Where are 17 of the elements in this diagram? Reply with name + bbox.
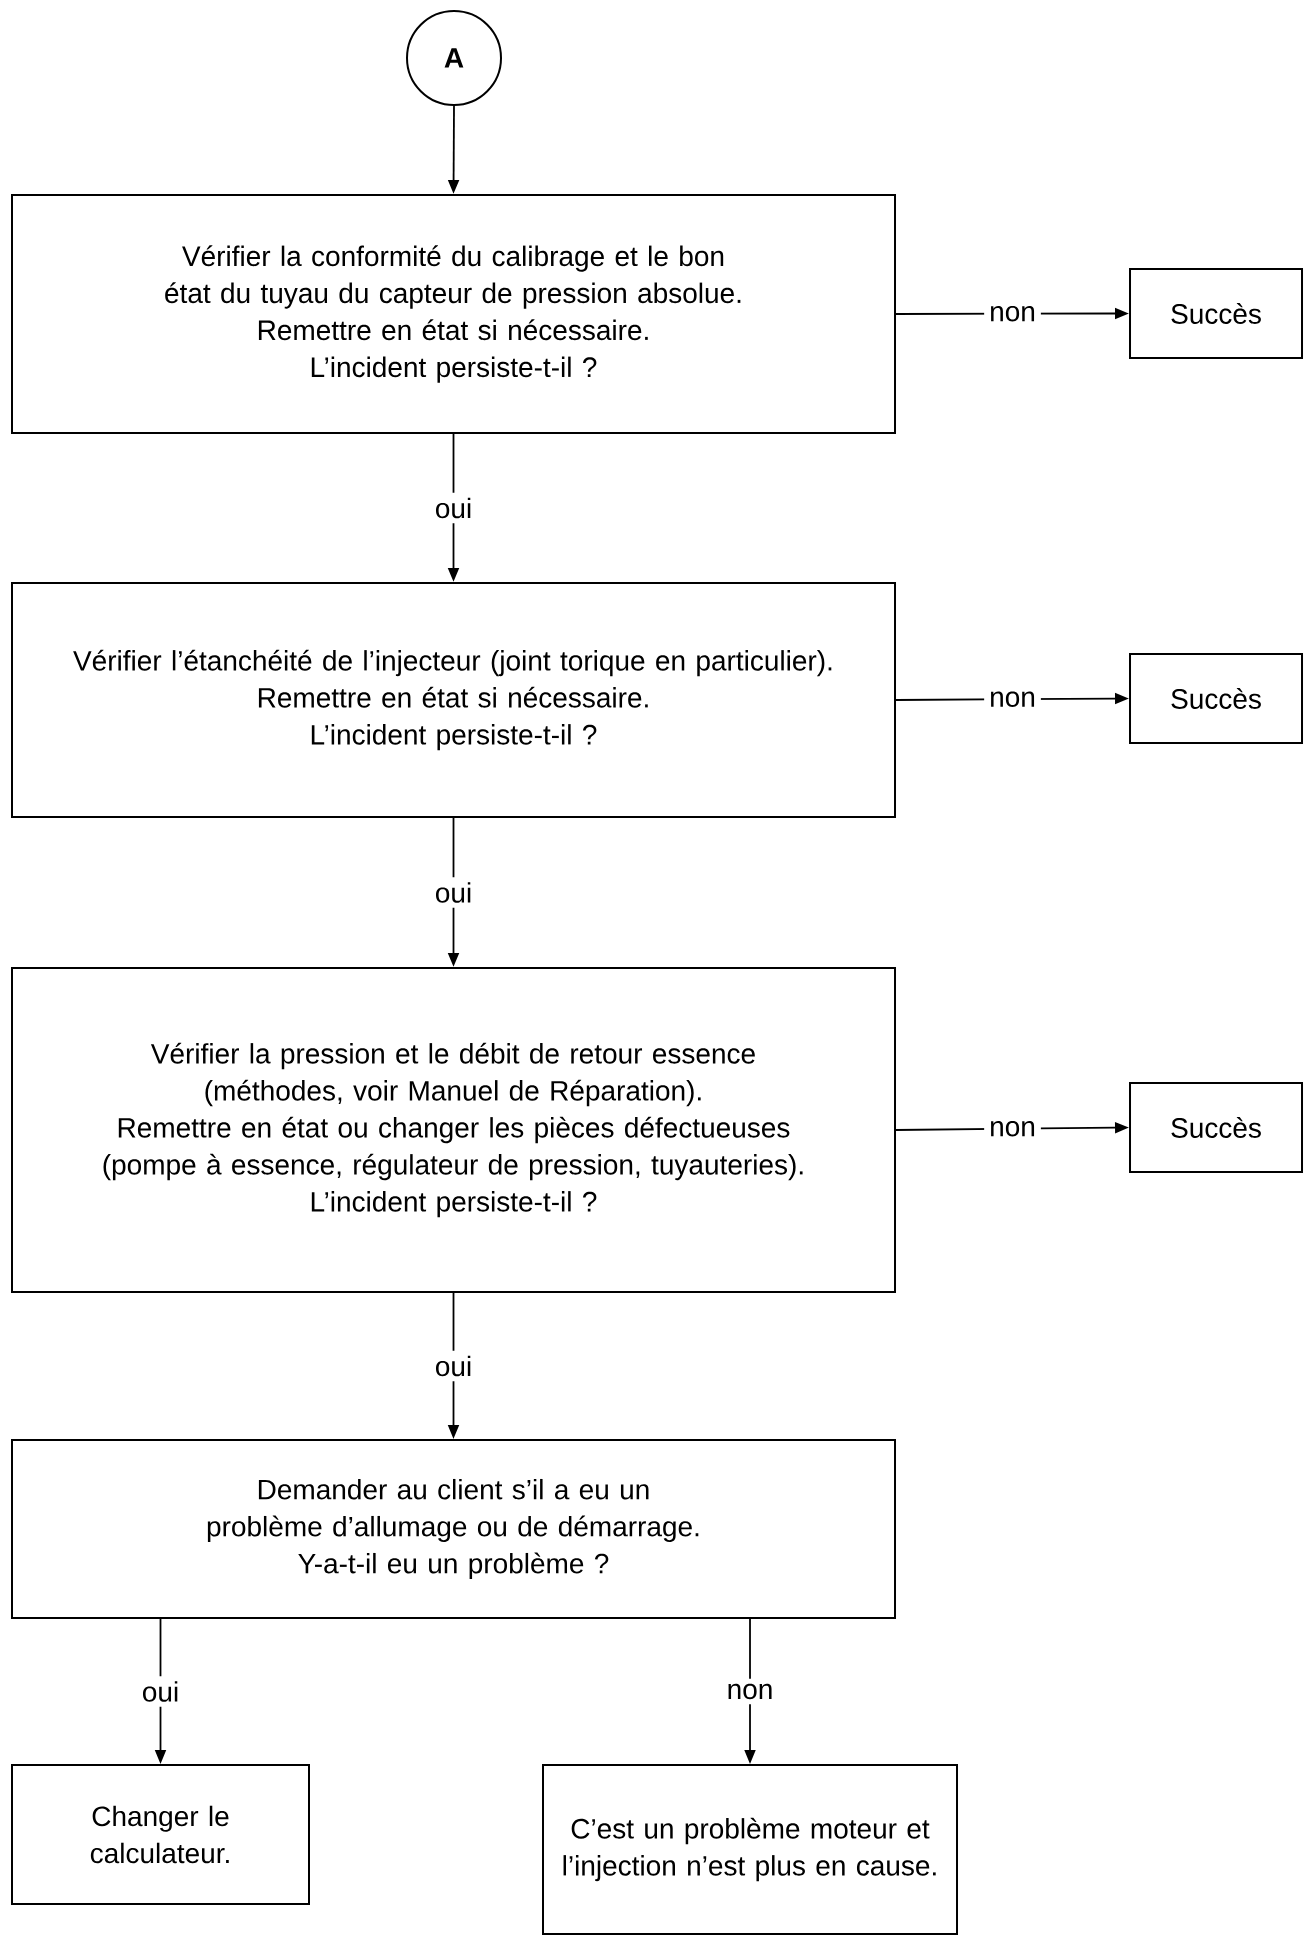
edge-label: non xyxy=(984,1116,1041,1142)
process-box: Vérifier l’étanchéité de l’injecteur (joint torique en particulier). Remettre en état si nécessaire. L’incident persiste-t-il ? xyxy=(11,582,896,818)
edge-label: oui xyxy=(429,492,478,524)
process-box: Demander au client s’il a eu un problème d’allumage ou de démarrage. Y-a-t-il eu un problème ? xyxy=(11,1439,896,1619)
process-box: Changer le calculateur. xyxy=(11,1764,310,1905)
edge-label: oui xyxy=(429,1350,478,1382)
process-box: Vérifier la pression et le débit de retour essence (méthodes, voir Manuel de Réparation). Remettre en état ou changer les pièces défectueuses (pompe à essence, régulateur de pression, tuyauteries). L’incident persiste-t-il ? xyxy=(11,967,896,1293)
process-box: Succès xyxy=(1129,268,1303,359)
process-box: C’est un problème moteur et l’injection n’est plus en cause. xyxy=(542,1764,958,1935)
edge-label: oui xyxy=(136,1676,185,1707)
process-box: Vérifier la conformité du calibrage et le bon état du tuyau du capteur de pression absolue. Remettre en état si nécessaire. L’incident persiste-t-il ? xyxy=(11,194,896,434)
process-box: Succès xyxy=(1129,1082,1303,1173)
edge-label: non xyxy=(984,301,1041,327)
process-box: Succès xyxy=(1129,653,1303,744)
edge-label: non xyxy=(721,1678,779,1705)
edge-label: oui xyxy=(429,877,478,908)
edge-label: non xyxy=(984,686,1041,712)
